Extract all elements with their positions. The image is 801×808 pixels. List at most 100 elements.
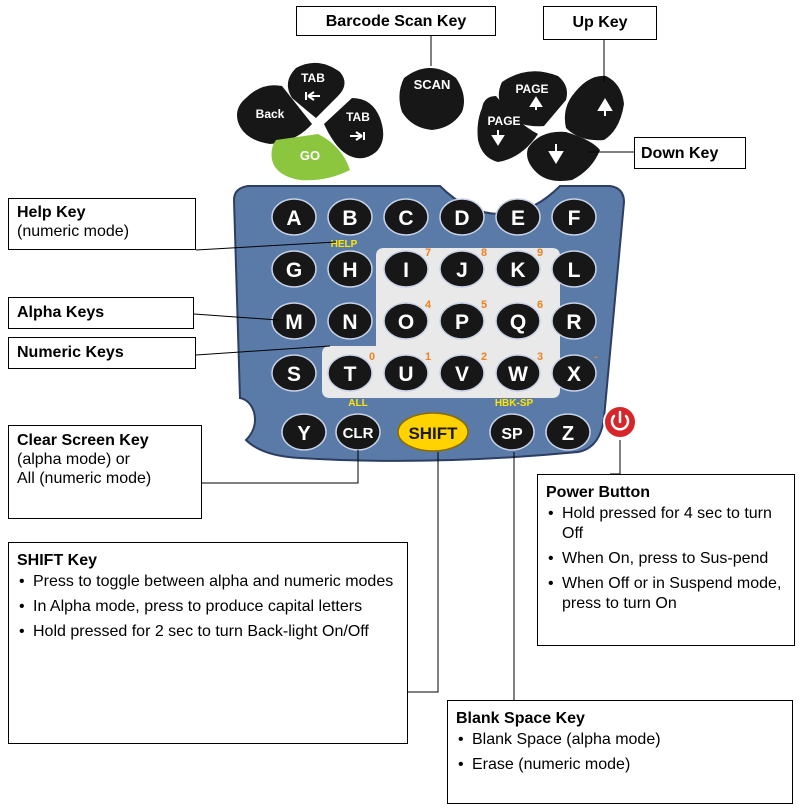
tab-forward-label: TAB xyxy=(346,110,370,124)
sp-key-label: SP xyxy=(501,426,523,443)
digit-label-i: 7 xyxy=(425,247,431,259)
key-u[interactable]: U xyxy=(383,354,429,392)
back-key[interactable]: Back xyxy=(237,85,312,144)
clr-key[interactable]: CLR xyxy=(335,413,381,451)
key-j[interactable]: J xyxy=(439,250,485,288)
key-w[interactable]: W xyxy=(495,354,541,392)
y-key[interactable]: Y xyxy=(281,413,327,451)
key-n-label: N xyxy=(342,311,357,334)
up-key[interactable] xyxy=(564,75,624,141)
key-s-label: S xyxy=(287,363,301,386)
up-key-callout: Up Key xyxy=(543,6,657,40)
key-g[interactable]: G xyxy=(271,250,317,288)
help-key-callout: Help Key (numeric mode) xyxy=(8,198,196,250)
leader-help xyxy=(195,241,337,251)
page-up-key[interactable]: PAGE xyxy=(498,71,567,127)
key-a-label: A xyxy=(286,207,301,230)
digit-label-j: 8 xyxy=(481,247,487,259)
clear-screen-title: Clear Screen Key xyxy=(17,432,149,449)
key-o-label: O xyxy=(398,311,414,334)
power-button[interactable] xyxy=(603,405,637,439)
key-m[interactable]: M xyxy=(271,302,317,340)
key-l[interactable]: L xyxy=(551,250,597,288)
key-x[interactable]: X xyxy=(551,354,597,392)
go-label: GO xyxy=(300,148,320,163)
z-key-label: Z xyxy=(562,423,574,445)
key-e[interactable]: E xyxy=(495,198,541,236)
key-p-label: P xyxy=(455,311,469,334)
key-k[interactable]: K xyxy=(495,250,541,288)
scan-key[interactable]: SCAN xyxy=(399,68,464,130)
shift-key[interactable]: SHIFT xyxy=(397,412,469,452)
digit-label-k: 9 xyxy=(537,247,543,259)
page-up-arrow-icon xyxy=(529,96,543,110)
key-q-label: Q xyxy=(510,311,526,334)
digit-label-o: 4 xyxy=(425,299,432,311)
down-key[interactable] xyxy=(527,131,600,181)
key-s[interactable]: S xyxy=(271,354,317,392)
help-key-subtitle: (numeric mode) xyxy=(17,223,130,240)
help-key-title: Help Key xyxy=(17,204,86,221)
key-b[interactable]: B xyxy=(327,198,373,236)
tab-forward-arrow-icon xyxy=(350,131,365,141)
page-up-label: PAGE xyxy=(515,82,548,96)
key-d[interactable]: D xyxy=(439,198,485,236)
shift-key-label: SHIFT xyxy=(408,424,458,443)
digit-label-x: - xyxy=(594,351,598,363)
clr-key-label: CLR xyxy=(343,425,374,442)
power-button-bullets: Hold pressed for 4 sec to turn Off When … xyxy=(546,504,788,614)
clear-screen-line1: (alpha mode) or xyxy=(17,451,130,468)
leader-lines xyxy=(193,36,634,700)
power-bullet: When On, press to Sus-pend xyxy=(546,549,788,569)
key-o[interactable]: O xyxy=(383,302,429,340)
up-arrow-icon xyxy=(597,98,613,116)
key-i[interactable]: I xyxy=(383,250,429,288)
up-key-title: Up Key xyxy=(572,14,628,31)
y-key-label: Y xyxy=(297,423,311,445)
leader-shift xyxy=(408,452,439,693)
key-p[interactable]: P xyxy=(439,302,485,340)
key-t[interactable]: T xyxy=(327,354,373,392)
power-bullet: Hold pressed for 4 sec to turn Off xyxy=(546,504,788,544)
key-l-label: L xyxy=(568,259,581,282)
blank-space-title: Blank Space Key xyxy=(456,710,585,727)
leader-power xyxy=(610,440,621,475)
numeric-keys-title: Numeric Keys xyxy=(17,344,124,361)
alpha-keys-callout: Alpha Keys xyxy=(8,297,194,329)
key-v[interactable]: V xyxy=(439,354,485,392)
barcode-scan-title: Barcode Scan Key xyxy=(325,13,467,30)
leader-alpha xyxy=(193,313,279,321)
key-q[interactable]: Q xyxy=(495,302,541,340)
key-h[interactable]: H xyxy=(327,250,373,288)
key-j-label: J xyxy=(456,259,468,282)
page-down-key[interactable]: PAGE xyxy=(477,96,539,162)
digit-label-w: 3 xyxy=(537,351,543,363)
shift-key-callout: SHIFT Key Press to toggle between alpha … xyxy=(8,542,408,744)
all-mode-label: ALL xyxy=(348,398,367,409)
key-k-label: K xyxy=(510,259,525,282)
key-g-label: G xyxy=(286,259,302,282)
key-v-label: V xyxy=(455,363,469,386)
page-down-label: PAGE xyxy=(487,114,520,128)
key-f-label: F xyxy=(568,207,581,230)
tab-forward-key[interactable]: TAB xyxy=(324,98,384,159)
digit-label-p: 5 xyxy=(481,299,487,311)
digit-label-q: 6 xyxy=(537,299,543,311)
shift-bullet: In Alpha mode, press to produce capital … xyxy=(17,597,399,617)
down-key-title: Down Key xyxy=(641,145,719,162)
z-key[interactable]: Z xyxy=(545,413,591,451)
key-a[interactable]: A xyxy=(271,198,317,236)
go-key[interactable]: GO xyxy=(271,134,351,181)
key-n[interactable]: N xyxy=(327,302,373,340)
key-r[interactable]: R xyxy=(551,302,597,340)
key-w-label: W xyxy=(508,363,528,386)
key-f[interactable]: F xyxy=(551,198,597,236)
tab-back-key[interactable]: TAB xyxy=(287,62,345,118)
key-c[interactable]: C xyxy=(383,198,429,236)
alpha-keys-title: Alpha Keys xyxy=(17,304,105,321)
leader-clear xyxy=(202,450,359,484)
blank-space-bullets: Blank Space (alpha mode) Erase (numeric … xyxy=(456,730,786,775)
sp-key[interactable]: SP xyxy=(489,413,535,451)
